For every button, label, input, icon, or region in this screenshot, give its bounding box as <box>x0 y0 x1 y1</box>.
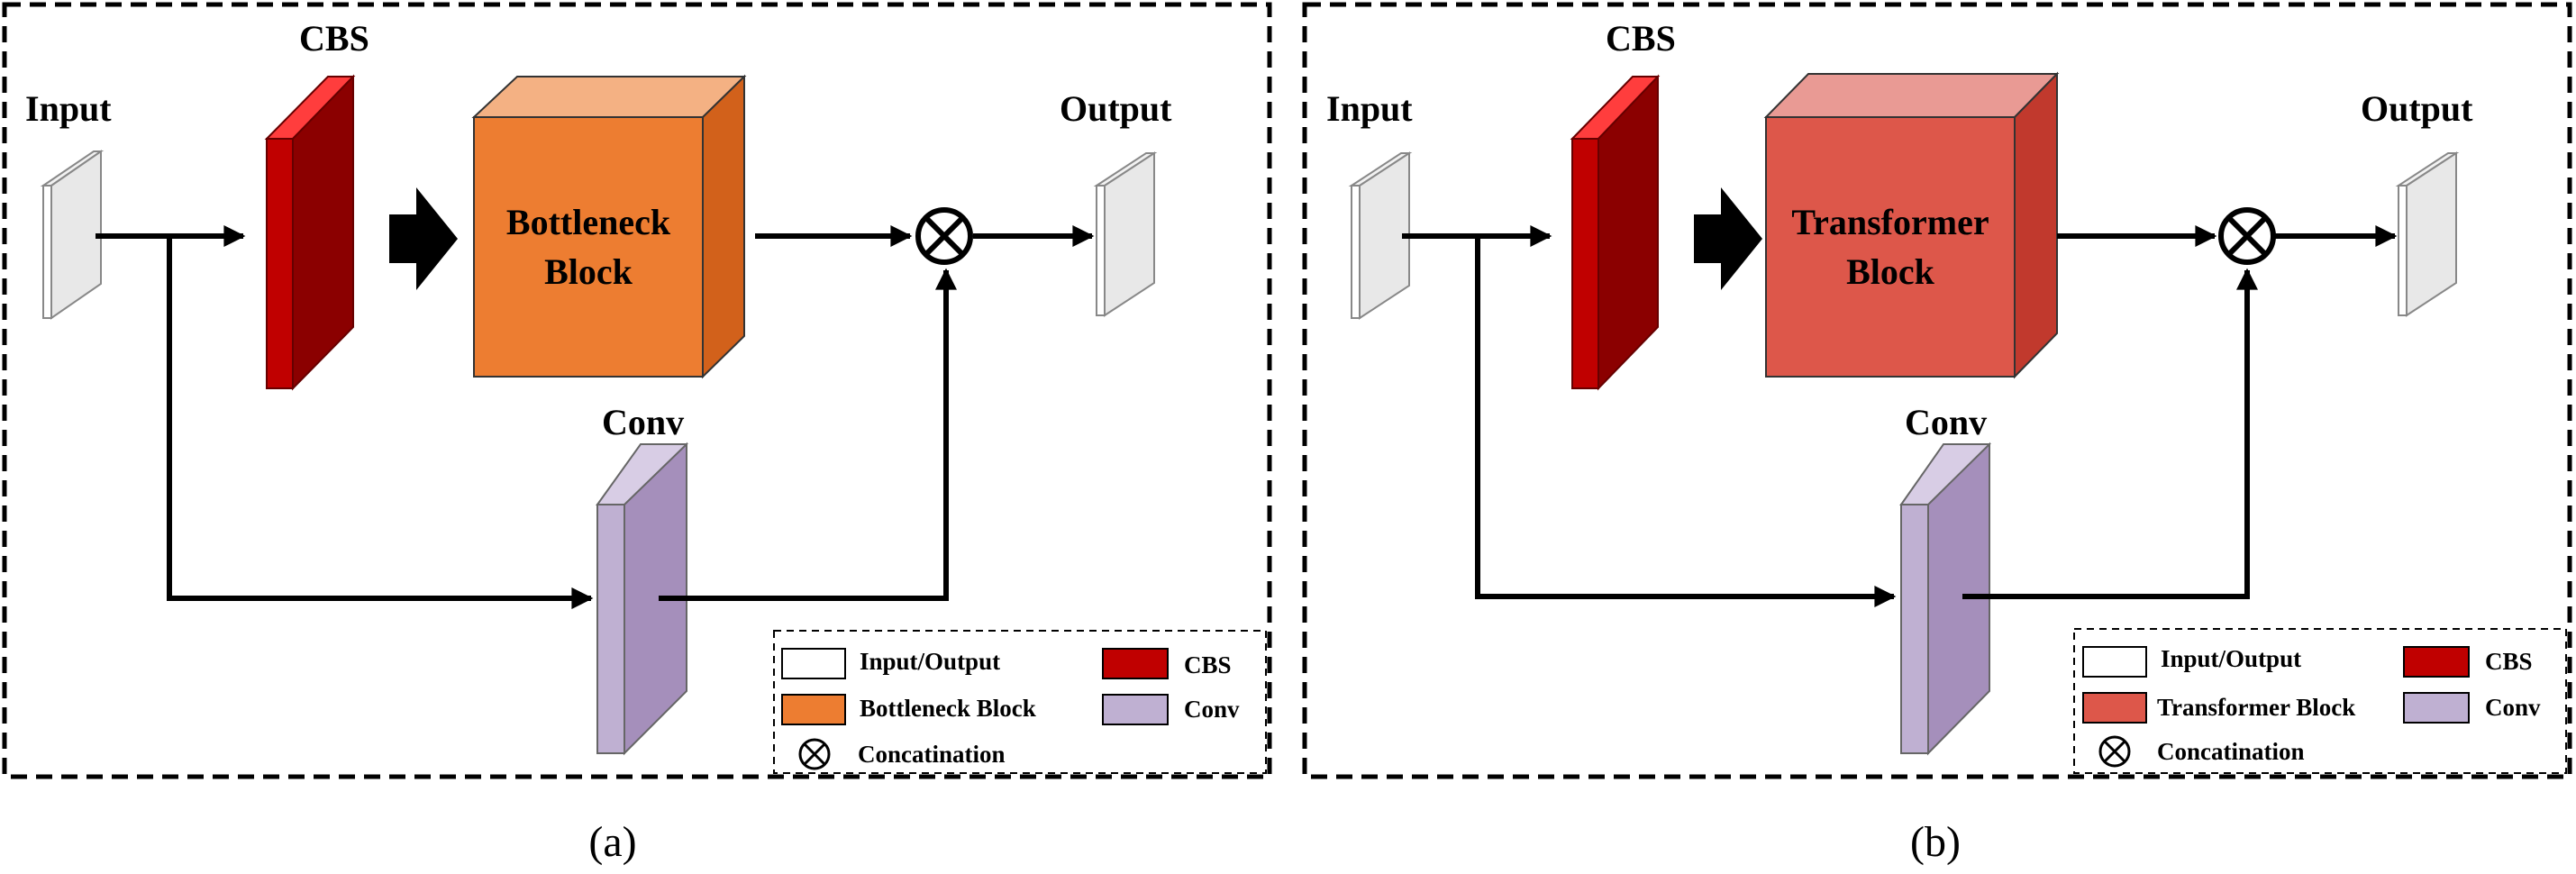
legend-cbs-swatch <box>1102 648 1169 679</box>
circled-times-icon <box>915 207 973 265</box>
circled-times-icon <box>2218 207 2276 265</box>
legend-conv-swatch <box>2403 692 2470 724</box>
legend-concat-icon <box>2098 735 2131 768</box>
legend-io-swatch <box>781 648 846 679</box>
thick-arrow-icon <box>389 187 458 290</box>
conv-label: Conv <box>1905 402 1987 442</box>
block-label-line2: Block <box>544 251 633 292</box>
cbs-label: CBS <box>1606 18 1676 59</box>
panel-a-border <box>2 2 1272 779</box>
cbs-block <box>264 74 356 391</box>
legend-io-label: Input/Output <box>2161 645 2301 672</box>
transformer-block <box>1763 71 2060 379</box>
panel-a: Input CBS Bottleneck Block <box>2 2 1272 866</box>
cbs-label: CBS <box>299 18 369 59</box>
legend-cbs-label: CBS <box>2485 648 2533 675</box>
input-label: Input <box>1326 88 1413 129</box>
legend: Input/Output CBS Transformer Block Conv … <box>2073 628 2567 774</box>
caption-a: (a) <box>588 818 636 866</box>
legend-concat-label: Concatination <box>858 741 1006 768</box>
block-label-line1: Bottleneck <box>506 202 671 242</box>
legend: Input/Output CBS Bottleneck Block Conv C… <box>773 630 1267 774</box>
legend-conv-label: Conv <box>2485 694 2541 721</box>
output-label: Output <box>2361 88 2473 129</box>
output-block <box>2395 151 2460 317</box>
conv-label: Conv <box>602 402 684 442</box>
legend-io-label: Input/Output <box>860 648 1000 675</box>
legend-conv-label: Conv <box>1184 696 1240 723</box>
legend-block-swatch <box>781 694 846 725</box>
connector-lines <box>96 225 1095 609</box>
legend-conv-swatch <box>1102 694 1169 725</box>
block-label-line1: Transformer <box>1791 202 1989 242</box>
legend-block-swatch <box>2082 692 2147 724</box>
thick-arrow-icon <box>1694 187 1762 290</box>
panel-b-border <box>1302 2 2572 779</box>
connector-lines <box>1402 225 2398 607</box>
conv-block <box>1899 442 1991 756</box>
legend-cbs-swatch <box>2403 646 2470 678</box>
block-label-line2: Block <box>1846 251 1935 292</box>
legend-block-label: Transformer Block <box>2157 694 2355 721</box>
panel-b: Input CBS Transformer Block <box>1302 2 2572 866</box>
legend-concat-icon <box>798 738 831 770</box>
output-label: Output <box>1060 88 1172 129</box>
legend-io-swatch <box>2082 646 2147 678</box>
conv-block <box>596 442 688 756</box>
input-block <box>40 150 105 320</box>
legend-cbs-label: CBS <box>1184 651 1232 678</box>
cbs-block <box>1570 74 1661 391</box>
caption-b: (b) <box>1910 818 1961 866</box>
legend-block-label: Bottleneck Block <box>860 695 1036 722</box>
input-block <box>1348 151 1413 320</box>
bottleneck-block <box>471 74 747 379</box>
legend-concat-label: Concatination <box>2157 738 2305 765</box>
output-block <box>1093 151 1158 317</box>
input-label: Input <box>25 88 112 129</box>
